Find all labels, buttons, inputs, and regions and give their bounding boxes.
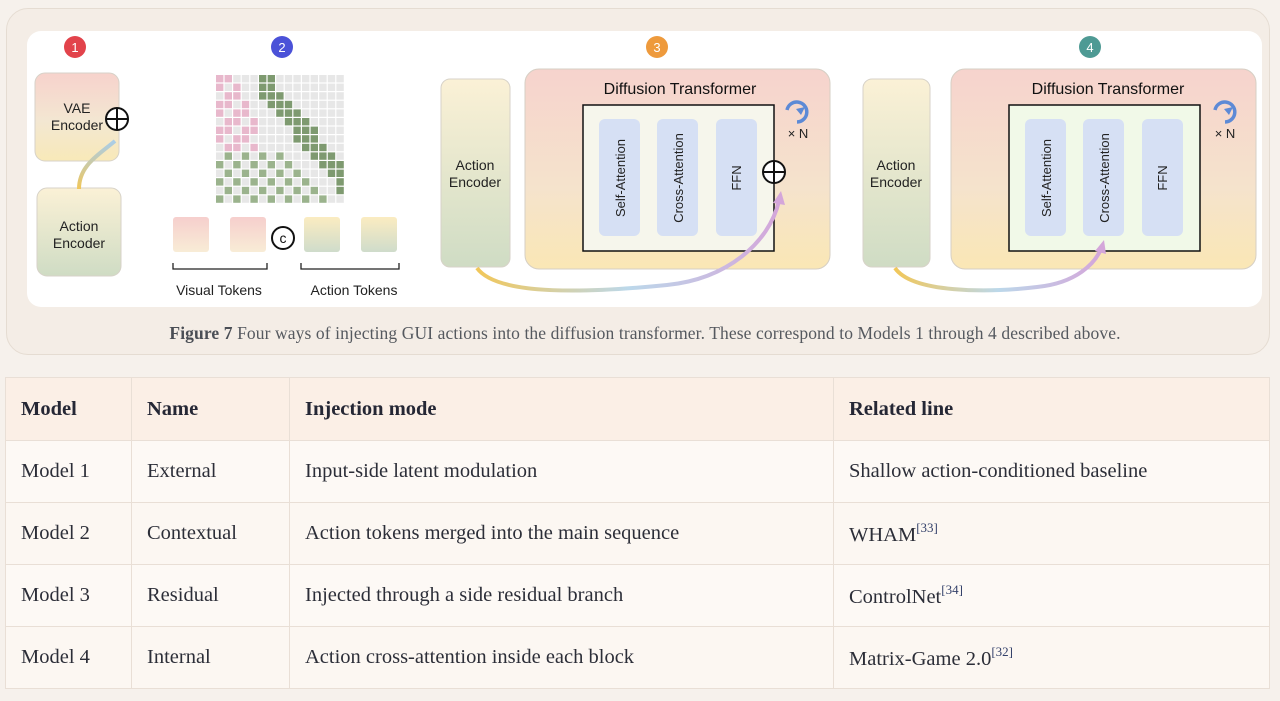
badge-2 <box>271 36 293 58</box>
repeat-icon-3 <box>785 100 809 124</box>
badge-2-label: 2 <box>278 40 285 55</box>
cell-mode: Injected through a side residual branch <box>289 564 834 627</box>
cell-name: Internal <box>131 626 290 689</box>
action-encoder-3-line2: Encoder <box>449 174 501 190</box>
related-text: WHAM <box>849 524 917 546</box>
related-text: ControlNet <box>849 586 942 608</box>
self-attention-block-3 <box>599 119 640 236</box>
ffn-block-3 <box>716 119 757 236</box>
visual-token-1 <box>173 217 209 252</box>
cell-name: Residual <box>131 564 290 627</box>
cross-attention-arrow <box>893 248 1103 293</box>
ffn-block-4 <box>1142 119 1183 236</box>
cross-attention-label-3: Cross-Attention <box>671 133 686 223</box>
repeat-icon-4 <box>1213 100 1237 124</box>
attention-mask-grid <box>216 75 344 203</box>
action-encoder-1-line2: Encoder <box>53 235 105 251</box>
action-tokens-label: Action Tokens <box>311 282 398 298</box>
figure-panel: 1 2 3 4 VAE Encoder Action Encoder c Visual… <box>27 31 1262 307</box>
badge-3-label: 3 <box>653 40 660 55</box>
badge-1-label: 1 <box>71 40 78 55</box>
figure-caption-text: Four ways of injecting GUI actions into … <box>237 323 1121 343</box>
badge-1 <box>64 36 86 58</box>
cell-mode: Input-side latent modulation <box>289 440 834 503</box>
action-encoder-block-4 <box>862 78 931 268</box>
cross-attention-block-4 <box>1083 119 1124 236</box>
citation-link[interactable]: [34] <box>941 582 963 597</box>
cell-mode: Action cross-attention inside each block <box>289 626 834 689</box>
action-encoder-3-line1: Action <box>456 157 495 173</box>
table-row: Model 2 Contextual Action tokens merged … <box>5 502 1270 565</box>
cell-related: ControlNet[34] <box>833 564 1270 627</box>
citation-link[interactable]: [32] <box>991 644 1013 659</box>
header-name: Name <box>131 377 290 441</box>
self-attention-label-4: Self-Attention <box>1039 139 1054 217</box>
cross-attention-label-4: Cross-Attention <box>1097 133 1112 223</box>
badge-3 <box>646 36 668 58</box>
cell-related: Shallow action-conditioned baseline <box>833 440 1270 503</box>
table-row: Model 3 Residual Injected through a side… <box>5 564 1270 627</box>
injection-diagram: 1 2 3 4 VAE Encoder Action Encoder c Visual… <box>34 36 1257 298</box>
residual-branch-arrow <box>475 200 781 293</box>
ffn-label-4: FFN <box>1155 165 1170 190</box>
header-injection-mode: Injection mode <box>289 377 834 441</box>
action-encoder-1-line1: Action <box>60 218 99 234</box>
figure-caption: Figure 7 Four ways of injecting GUI acti… <box>7 323 1280 344</box>
cell-name: External <box>131 440 290 503</box>
table-header-row: Model Name Injection mode Related line <box>5 377 1270 441</box>
action-tokens-brace <box>300 263 400 270</box>
dit-title-3: Diffusion Transformer <box>604 81 757 98</box>
figure-card: 1 2 3 4 VAE Encoder Action Encoder c Visual… <box>6 8 1270 355</box>
related-text: Matrix-Game 2.0 <box>849 648 992 670</box>
visual-tokens-brace <box>172 263 268 270</box>
related-text: Shallow action-conditioned baseline <box>849 460 1148 482</box>
visual-token-2 <box>230 217 266 252</box>
concat-operator-icon <box>271 226 295 250</box>
cell-name: Contextual <box>131 502 290 565</box>
figure-caption-label: Figure 7 <box>169 323 233 343</box>
table-row: Model 1 External Input-side latent modul… <box>5 440 1270 503</box>
action-encoder-4-line1: Action <box>877 157 916 173</box>
repeat-label-3: × N <box>788 126 809 141</box>
action-to-vae-arrow <box>77 139 117 190</box>
badge-4 <box>1079 36 1101 58</box>
cell-model: Model 1 <box>5 440 132 503</box>
cell-model: Model 4 <box>5 626 132 689</box>
action-token-1 <box>304 217 340 252</box>
self-attention-label-3: Self-Attention <box>613 139 628 217</box>
cell-related: WHAM[33] <box>833 502 1270 565</box>
cross-attention-block-3 <box>657 119 698 236</box>
ffn-label-3: FFN <box>729 165 744 190</box>
concat-symbol: c <box>280 230 287 246</box>
vae-encoder-label-line1: VAE <box>64 100 91 116</box>
header-related-line: Related line <box>833 377 1270 441</box>
cell-model: Model 2 <box>5 502 132 565</box>
repeat-label-4: × N <box>1215 126 1236 141</box>
cell-model: Model 3 <box>5 564 132 627</box>
action-encoder-4-line2: Encoder <box>870 174 922 190</box>
vae-encoder-label-line2: Encoder <box>51 117 103 133</box>
models-table: Model Name Injection mode Related line M… <box>5 377 1270 689</box>
action-encoder-block-3 <box>440 78 511 268</box>
visual-tokens-label: Visual Tokens <box>176 282 262 298</box>
badge-4-label: 4 <box>1086 40 1093 55</box>
cell-mode: Action tokens merged into the main seque… <box>289 502 834 565</box>
table-row: Model 4 Internal Action cross-attention … <box>5 626 1270 689</box>
header-model: Model <box>5 377 132 441</box>
dit-title-4: Diffusion Transformer <box>1032 81 1185 98</box>
action-token-2 <box>361 217 397 252</box>
cell-related: Matrix-Game 2.0[32] <box>833 626 1270 689</box>
self-attention-block-4 <box>1025 119 1066 236</box>
citation-link[interactable]: [33] <box>916 520 938 535</box>
